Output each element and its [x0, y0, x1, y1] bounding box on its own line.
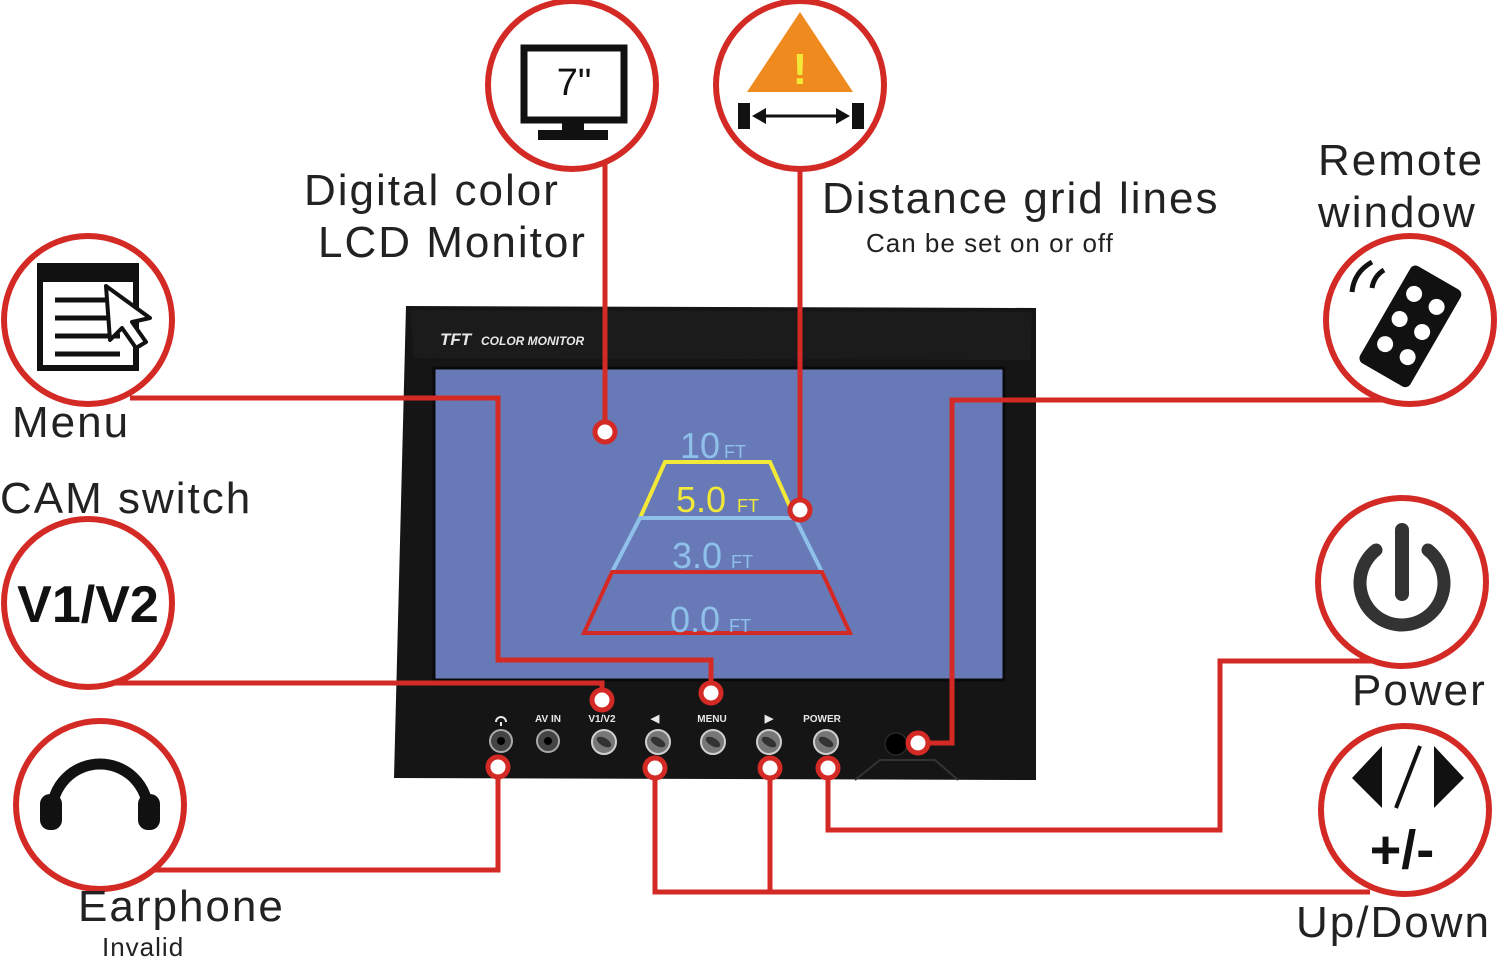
grid-label-3ft-unit: FT: [731, 552, 753, 572]
cam-switch-icon: V1/V2: [17, 576, 159, 634]
right-button[interactable]: [756, 729, 782, 755]
callout-dots: [485, 419, 931, 781]
svg-text:!: !: [793, 45, 808, 94]
remote-label-line2: window: [1318, 188, 1477, 237]
remote-callout-line: [918, 397, 1400, 746]
lcd-label-line1: Digital color: [304, 166, 560, 215]
bezel-highlight: [410, 310, 1032, 360]
remote-callout-dot: [905, 730, 931, 756]
v1v2-button[interactable]: [591, 729, 617, 755]
monitor: TFT COLOR MONITOR 10 FT 5.0 FT 3.0 FT 0.…: [394, 306, 1036, 781]
updown-callout-line-left: [652, 768, 1370, 895]
icon-circles: [1, 0, 1497, 897]
monitor-brand-sub: COLOR MONITOR: [481, 334, 584, 348]
grid-callout-dot: [787, 497, 813, 523]
power-label: POWER: [803, 714, 842, 725]
updown-label: Up/Down: [1296, 898, 1491, 947]
power-label: Power: [1352, 666, 1487, 715]
remote-label-line1: Remote: [1318, 136, 1485, 185]
grid-label-subtitle: Can be set on or off: [866, 228, 1114, 258]
grid-label-title: Distance grid lines: [822, 174, 1220, 223]
remote-sensor: [884, 732, 908, 756]
monitor-brand: TFT: [440, 330, 473, 349]
earphone-jack[interactable]: [489, 729, 513, 753]
menu-label: MENU: [697, 714, 726, 725]
updown-icon-text: +/-: [1370, 820, 1435, 880]
earphone-callout-dot: [485, 754, 511, 780]
cam-callout-dot: [589, 687, 615, 713]
cam-switch-label: CAM switch: [0, 474, 253, 523]
screen-frame: [432, 366, 1006, 682]
callout-lines: [100, 157, 1400, 895]
grid-label-5ft-unit: FT: [737, 496, 759, 516]
right-callout-dot: [757, 755, 783, 781]
grid-label-0ft-num: 0.0: [670, 599, 720, 640]
grid-label-10ft-num: 10: [680, 425, 720, 466]
cam-icon-text: V1/V2: [17, 576, 159, 634]
cam-icon-circle: [1, 516, 175, 690]
headphone-icon: [40, 758, 160, 830]
menu-icon: [37, 263, 152, 371]
grid-label-3ft-num: 3.0: [672, 535, 722, 576]
av-in-label: AV IN: [535, 714, 561, 725]
monitor-icon: 7": [520, 44, 628, 140]
lcd-label-line2: LCD Monitor: [318, 218, 587, 267]
v1v2-label: V1/V2: [588, 714, 616, 725]
monitor-size-text: 7": [557, 62, 592, 104]
left-button[interactable]: [645, 729, 671, 755]
earphone-icon-circle: [13, 718, 187, 892]
power-callout-dot: [815, 755, 841, 781]
remote-icon: [1349, 259, 1462, 388]
power-button[interactable]: [813, 729, 839, 755]
earphone-symbol: [495, 716, 507, 726]
up-down-icon: +/-: [1352, 745, 1464, 880]
power-callout-line: [825, 658, 1395, 833]
grid-zone-0ft: [580, 570, 854, 635]
grid-label-5ft-num: 5.0: [676, 479, 726, 520]
power-icon: [1353, 523, 1451, 632]
earphone-label: Earphone: [78, 882, 285, 931]
lcd-callout-dot: [592, 419, 618, 445]
menu-callout-line: [130, 395, 714, 692]
av-in-jack[interactable]: [536, 729, 560, 753]
lcd-screen: [434, 368, 1004, 680]
left-callout-dot: [642, 755, 668, 781]
menu-callout-dot: [698, 680, 724, 706]
grid-label-10ft-unit: FT: [724, 442, 746, 462]
right-label: ▶: [764, 713, 774, 725]
earphone-sublabel: Invalid: [102, 932, 185, 962]
menu-button[interactable]: [700, 729, 726, 755]
grid-label-0ft-unit: FT: [729, 616, 751, 636]
warning-distance-icon: !: [738, 12, 864, 129]
earphone-callout-line: [150, 767, 501, 873]
left-label: ◀: [650, 713, 660, 725]
monitor-stand: [854, 759, 959, 781]
menu-label: Menu: [12, 398, 131, 447]
